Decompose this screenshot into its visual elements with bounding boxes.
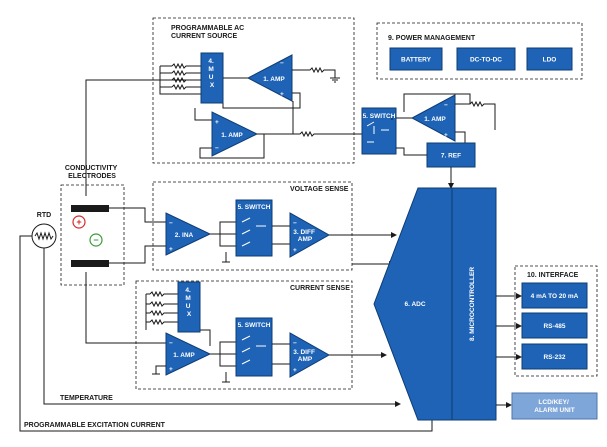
minus-symbol-icon	[89, 233, 103, 247]
ac-amp-top-minus: −	[280, 60, 284, 67]
cs-mux-label: 4. M U X	[185, 287, 192, 318]
interface-rs485-label: RS-485	[543, 323, 565, 330]
cs-amp-plus: +	[169, 366, 173, 373]
ac-switch-block	[361, 107, 397, 155]
interface-title: 10. INTERFACE	[527, 272, 579, 279]
ac-source-title: PROGRAMMABLE AC CURRENT SOURCE	[171, 25, 246, 40]
current-sense-frame	[135, 280, 353, 390]
ac-source-frame	[152, 17, 355, 164]
ina-label: 2. INA	[175, 232, 194, 239]
vs-diff-minus: −	[293, 220, 297, 227]
ac-amp-bottom-label: 1. AMP	[221, 132, 243, 139]
conductivity-title: CONDUCTIVITY ELECTRODES	[65, 165, 119, 180]
interface-4-20ma-label: 4 mA TO 20 mA	[531, 293, 579, 300]
ac-amp-top	[246, 54, 293, 102]
lcd-key-alarm-label: LCD/KEY/ ALARM UNIT	[534, 399, 574, 414]
ac-amp-bottom-plus: +	[215, 119, 219, 126]
ac-mux-label: 4. M U X	[208, 58, 215, 89]
cs-diff-amp	[289, 332, 331, 378]
current-sense-title: CURRENT SENSE	[290, 285, 350, 292]
vs-switch-glyph	[241, 217, 266, 247]
cs-amp-label: 1. AMP	[173, 352, 195, 359]
ina-plus: +	[169, 246, 173, 253]
interface-4-20ma-block	[521, 282, 588, 309]
interface-rs232-block	[521, 343, 588, 370]
ina-block	[165, 212, 212, 256]
ac-switch-glyph	[366, 121, 389, 143]
ina-minus: −	[169, 220, 173, 227]
rtd-title: RTD	[37, 212, 51, 219]
ac-amp-top-plus: +	[280, 91, 284, 98]
cs-mux-block	[177, 281, 201, 333]
ac-amp-bottom-minus: −	[215, 145, 219, 152]
interface-rs485-block	[521, 312, 588, 339]
dc-to-dc-block	[456, 47, 516, 71]
ac-resistor-bank	[159, 62, 201, 95]
plus-symbol-text: +	[76, 217, 81, 227]
cs-switch-label: 5. SWITCH	[238, 322, 271, 329]
ac-amp-right-plus: +	[444, 132, 448, 139]
microcontroller-label: 8. MICROCONTROLLER	[469, 267, 476, 341]
adc-label: 6. ADC	[404, 301, 425, 308]
vs-diff-amp	[289, 212, 331, 258]
cs-switch-block	[235, 317, 273, 377]
interface-frame	[514, 265, 598, 377]
ref-label: 7. REF	[441, 153, 461, 160]
vs-diff-amp-label: 3. DIFF AMP	[293, 229, 316, 243]
electrode-bottom	[71, 260, 109, 267]
microcontroller-block	[451, 187, 497, 421]
plus-symbol-icon	[72, 215, 86, 229]
cs-amp-block	[165, 332, 212, 376]
ac-amp-right-minus: −	[444, 102, 448, 109]
ac-switch-label: 5. SWITCH	[363, 113, 396, 120]
ldo-label: LDO	[543, 57, 557, 64]
voltage-sense-title: VOLTAGE SENSE	[290, 186, 349, 193]
cs-diff-amp-label: 3. DIFF AMP	[293, 349, 316, 363]
electrode-top	[71, 205, 109, 212]
cs-switch-glyph	[241, 335, 266, 365]
ac-amp-right	[410, 94, 456, 142]
adc-block	[373, 187, 453, 421]
battery-block	[389, 47, 443, 71]
interface-rs232-label: RS-232	[543, 354, 565, 361]
power-management-title: 9. POWER MANAGEMENT	[388, 35, 476, 42]
ac-amp-bottom	[211, 111, 259, 157]
cs-diff-plus: +	[293, 367, 297, 374]
excitation-label: PROGRAMMABLE EXCITATION CURRENT	[24, 422, 166, 429]
dc-to-dc-label: DC-TO-DC	[470, 57, 502, 64]
cs-diff-minus: −	[293, 340, 297, 347]
minus-symbol-text: −	[93, 235, 98, 245]
ac-amp-right-label: 1. AMP	[424, 116, 446, 123]
vs-switch-block	[235, 199, 273, 257]
temperature-label: TEMPERATURE	[60, 395, 113, 402]
voltage-sense-frame	[152, 181, 353, 271]
electrode-frame	[60, 184, 125, 286]
vs-switch-label: 5. SWITCH	[238, 204, 271, 211]
ldo-block	[526, 47, 573, 71]
ac-amp-top-label: 1. AMP	[263, 76, 285, 83]
vs-diff-plus: +	[293, 247, 297, 254]
cs-resistor-bank	[145, 290, 178, 330]
lcd-key-alarm-block	[511, 392, 598, 420]
battery-label: BATTERY	[401, 57, 432, 64]
power-management-frame	[376, 22, 583, 80]
cs-amp-minus: −	[169, 340, 173, 347]
